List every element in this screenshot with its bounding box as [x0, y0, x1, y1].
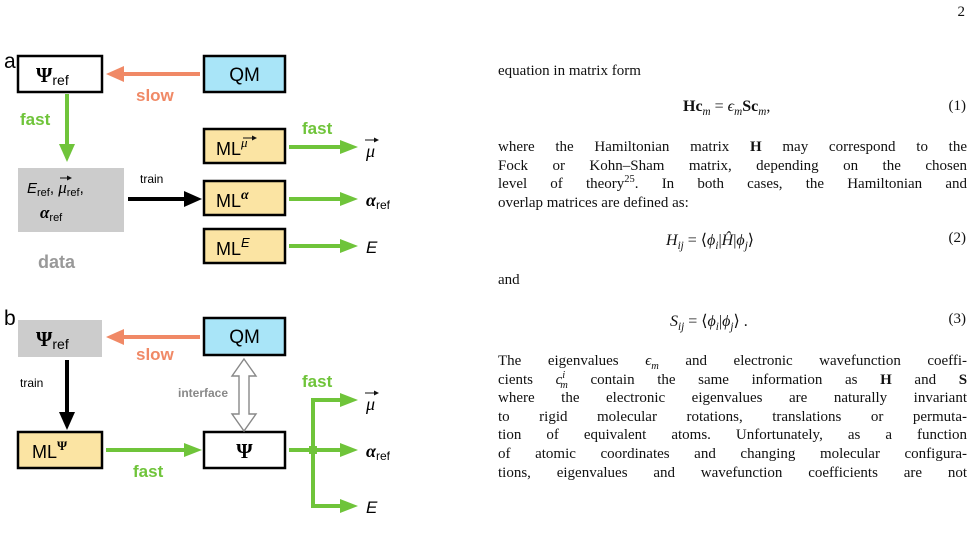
equation-3: Sij = ⟨ϕi|ϕj⟩ . [670, 313, 748, 334]
data-e-ref: Eref, μref, [27, 178, 84, 199]
para1-line2: Fock or Kohn–Sham matrix, depending on t… [498, 157, 967, 174]
para2-line4: to rigid molecular rotations, translatio… [498, 408, 967, 425]
fast-label-a-right: fast [302, 119, 333, 138]
data-box-a [18, 168, 124, 232]
psi-ref-label-b: Ψref [36, 327, 69, 352]
data-mu-vector-head [67, 175, 72, 181]
qm-label-a: QM [229, 65, 260, 86]
slow-arrowhead-b [106, 329, 124, 345]
fast-label-a-left: fast [20, 110, 51, 129]
ml-alpha-box [202, 179, 287, 217]
fast-arrowhead-b [184, 443, 202, 457]
fast-label-b-bottom: fast [133, 462, 164, 481]
out-arrowhead-e-a [340, 239, 358, 253]
qm-label-b: QM [229, 327, 260, 348]
interface-double-arrow [230, 357, 258, 433]
psi-ref-box-b [18, 320, 102, 357]
ml-mu-label: MLμ [216, 135, 248, 159]
equation-2-number: (2) [948, 230, 967, 246]
out-mu-b: μ [365, 394, 375, 414]
psi-ref-box-a [16, 54, 104, 94]
para2-line5: tion of equivalent atoms. Unfortunately,… [498, 427, 967, 444]
equation-1-number: (1) [948, 98, 967, 114]
ml-alpha-label: MLα [216, 188, 249, 211]
out-e-b: E [366, 498, 378, 517]
equation-1: Hcm = ϵmScm, [683, 98, 771, 119]
out-alpha-b: αref [366, 441, 391, 463]
psi-box [202, 430, 287, 470]
panel-a-label: a [4, 50, 16, 73]
fast-down-arrowhead-a [59, 144, 75, 162]
para2-line3: where the electronic eigenvalues are nat… [498, 390, 967, 407]
qm-box-b [202, 316, 287, 357]
ml-psi-box [16, 430, 104, 470]
interface-label: interface [178, 386, 228, 400]
train-label-b: train [20, 376, 43, 390]
out-arrowhead-mu-b [340, 393, 358, 407]
panel-b-label: b [4, 307, 16, 330]
fast-label-b-right: fast [302, 372, 333, 391]
train-label-a: train [140, 172, 163, 186]
out-arrowhead-e-b [340, 499, 358, 513]
data-alpha-ref: αref [40, 203, 63, 224]
out-e-a: E [366, 238, 378, 257]
data-label: data [38, 252, 76, 272]
out-arrowhead-alpha-a [340, 192, 358, 206]
ml-e-box [202, 227, 287, 265]
para2-line1: The eigenvalues ϵm and electronic wavefu… [498, 353, 968, 372]
psi-ref-label-a: Ψref [36, 63, 69, 88]
ml-psi-label: MLΨ [32, 438, 68, 462]
para1-line4: overlap matrices are defined as: [498, 194, 689, 211]
qm-box-a [202, 54, 287, 94]
ml-mu-vector-head [252, 135, 257, 141]
slow-label-b: slow [136, 345, 175, 364]
train-arrowhead-a [184, 191, 202, 207]
equation-2: Hij = ⟨ϕi|Ĥ|ϕj⟩ [666, 232, 755, 253]
slow-arrowhead-a [106, 66, 124, 82]
para2-line6: of atomic coordinates and changing molec… [498, 446, 967, 462]
text-and: and [498, 272, 520, 288]
train-arrowhead-b [59, 412, 75, 430]
psi-label: Ψ [236, 439, 253, 463]
para1-line1: where the Hamiltonian matrix H may corre… [498, 139, 967, 155]
text-line-intro: equation in matrix form [498, 63, 641, 79]
out-alpha-a: αref [366, 190, 391, 212]
out-mu-vector-head-b [374, 390, 379, 396]
ml-e-label: MLE [216, 235, 250, 259]
page-number: 2 [957, 4, 966, 20]
out-mu-a: μ [365, 141, 375, 161]
equation-3-number: (3) [948, 311, 967, 327]
out-arrowhead-alpha-b [340, 443, 358, 457]
para2-line7: tions, eigenvalues and wavefunction coef… [498, 464, 967, 481]
out-mu-vector-head-a [374, 137, 379, 143]
ml-mu-box [202, 127, 287, 165]
para2-line2: cients cim contain the same information … [498, 369, 968, 391]
slow-label-a: slow [136, 86, 175, 105]
para1-line3: level of theory25. In both cases, the Ha… [498, 174, 967, 193]
out-arrowhead-mu-a [340, 140, 358, 154]
figure-schematic: a Ψref QM slow fast Eref, μref, αref dat… [4, 50, 391, 517]
